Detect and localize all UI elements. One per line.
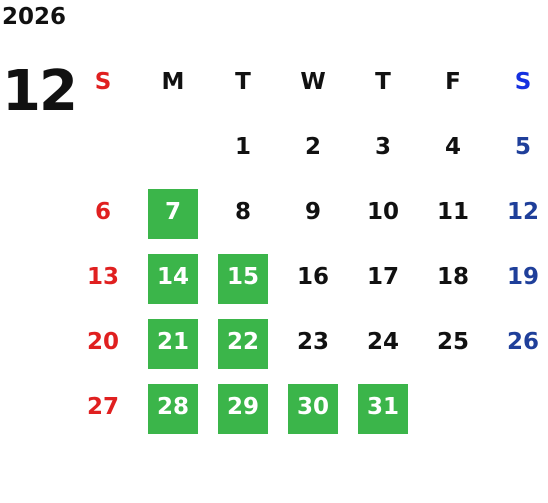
- weekday-label: F: [445, 68, 461, 95]
- day-cell-highlighted[interactable]: 21: [138, 309, 208, 374]
- day-cell[interactable]: 11: [418, 179, 488, 244]
- day-cell-highlighted[interactable]: 30: [278, 374, 348, 439]
- day-number: 17: [366, 263, 399, 290]
- day-cell-highlighted[interactable]: 28: [138, 374, 208, 439]
- day-cell-empty: [68, 114, 138, 179]
- day-cell[interactable]: 16: [278, 244, 348, 309]
- day-cell[interactable]: 8: [208, 179, 278, 244]
- day-number: 13: [86, 263, 119, 290]
- day-cell[interactable]: 25: [418, 309, 488, 374]
- weekday-header-monday: M: [138, 49, 208, 114]
- day-cell-highlighted[interactable]: 7: [138, 179, 208, 244]
- day-number: 7: [164, 198, 181, 225]
- weekday-header-wednesday: W: [278, 49, 348, 114]
- day-cell[interactable]: 2: [278, 114, 348, 179]
- weekday-label: M: [161, 68, 185, 95]
- day-cell[interactable]: 27: [68, 374, 138, 439]
- weekday-header-friday: F: [418, 49, 488, 114]
- day-cell-highlighted[interactable]: 29: [208, 374, 278, 439]
- day-cell[interactable]: 24: [348, 309, 418, 374]
- weekday-label: W: [300, 68, 326, 95]
- weekday-label: S: [94, 68, 112, 95]
- day-number: 5: [514, 133, 531, 160]
- day-cell[interactable]: 1: [208, 114, 278, 179]
- day-number: 19: [506, 263, 539, 290]
- day-number: 25: [436, 328, 469, 355]
- day-number: 30: [296, 393, 329, 420]
- day-cell-highlighted[interactable]: 31: [348, 374, 418, 439]
- day-cell[interactable]: 5: [488, 114, 548, 179]
- day-number: 31: [366, 393, 399, 420]
- day-cell[interactable]: 17: [348, 244, 418, 309]
- day-cell-highlighted[interactable]: 14: [138, 244, 208, 309]
- day-number: 1: [234, 133, 251, 160]
- day-number: 22: [226, 328, 259, 355]
- day-number: 27: [86, 393, 119, 420]
- day-cell[interactable]: 3: [348, 114, 418, 179]
- day-number: 16: [296, 263, 329, 290]
- day-cell[interactable]: 6: [68, 179, 138, 244]
- day-number: 29: [226, 393, 259, 420]
- day-cell-highlighted[interactable]: 22: [208, 309, 278, 374]
- day-number: 26: [506, 328, 539, 355]
- day-cell[interactable]: 20: [68, 309, 138, 374]
- day-cell-highlighted[interactable]: 15: [208, 244, 278, 309]
- day-number: 24: [366, 328, 399, 355]
- day-number: 18: [436, 263, 469, 290]
- day-cell[interactable]: 23: [278, 309, 348, 374]
- day-cell[interactable]: 18: [418, 244, 488, 309]
- year-label: 2026: [2, 4, 67, 30]
- day-number: 4: [444, 133, 461, 160]
- day-number: 23: [296, 328, 329, 355]
- day-number: 14: [156, 263, 189, 290]
- weekday-header-sunday: S: [68, 49, 138, 114]
- day-cell[interactable]: 4: [418, 114, 488, 179]
- weekday-label: S: [514, 68, 532, 95]
- day-number: 6: [94, 198, 111, 225]
- weekday-label: T: [375, 68, 391, 95]
- weekday-header-thursday: T: [348, 49, 418, 114]
- day-cell[interactable]: 26: [488, 309, 548, 374]
- day-cell[interactable]: 9: [278, 179, 348, 244]
- day-cell[interactable]: 12: [488, 179, 548, 244]
- weekday-header-tuesday: T: [208, 49, 278, 114]
- day-cell-empty: [138, 114, 208, 179]
- weekday-header-saturday: S: [488, 49, 548, 114]
- month-number: 12: [2, 59, 78, 124]
- day-number: 10: [366, 198, 399, 225]
- day-cell[interactable]: 19: [488, 244, 548, 309]
- day-number: 2: [304, 133, 321, 160]
- day-cell-empty: [488, 374, 548, 439]
- day-number: 21: [156, 328, 189, 355]
- day-number: 11: [436, 198, 469, 225]
- calendar-grid: S M T W T F S 1 2 3 4 5 6 7 8 9 10 11 12…: [68, 49, 548, 439]
- day-number: 28: [156, 393, 189, 420]
- day-number: 15: [226, 263, 259, 290]
- day-number: 8: [234, 198, 251, 225]
- day-number: 3: [374, 133, 391, 160]
- day-cell-empty: [418, 374, 488, 439]
- day-number: 12: [506, 198, 539, 225]
- day-number: 9: [304, 198, 321, 225]
- weekday-label: T: [235, 68, 251, 95]
- day-cell[interactable]: 13: [68, 244, 138, 309]
- day-cell[interactable]: 10: [348, 179, 418, 244]
- day-number: 20: [86, 328, 119, 355]
